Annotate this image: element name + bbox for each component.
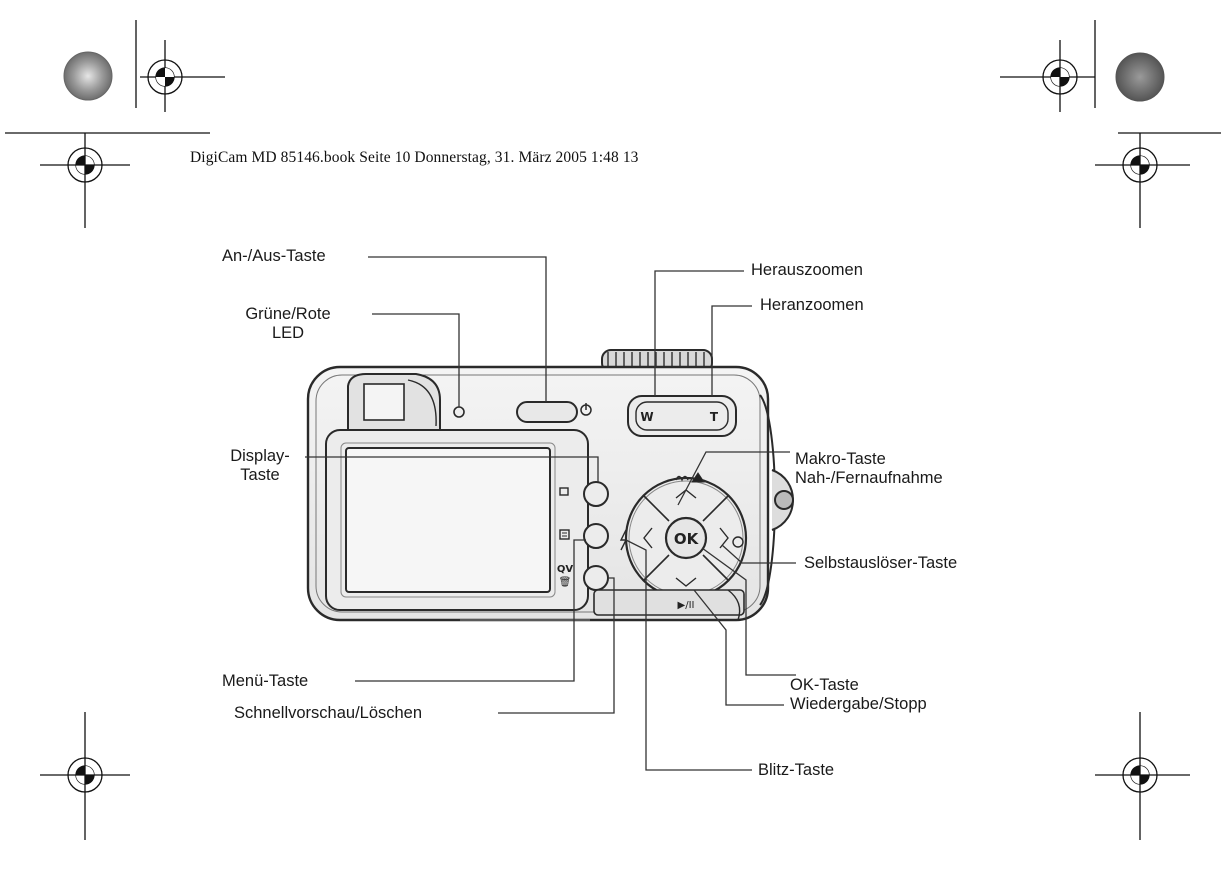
leader-menu <box>355 539 586 682</box>
trash-icon: 🗑 <box>559 576 572 588</box>
leader-ok <box>701 547 796 676</box>
label-ok-line2: Wiedergabe/Stopp <box>790 695 927 713</box>
print-marks <box>5 20 1221 840</box>
leader-power <box>368 256 547 402</box>
display-button-shape <box>583 481 609 507</box>
leader-macro <box>677 451 790 506</box>
leader-selftimer <box>721 544 796 564</box>
camera-body <box>306 349 794 622</box>
crosshair-mark-header-left <box>140 40 225 112</box>
ok-marking: OK <box>674 530 700 548</box>
label-power-button: An-/Aus-Taste <box>222 247 326 265</box>
label-led: Grüne/Rote LED <box>212 305 364 343</box>
label-display-button: Display- Taste <box>210 447 310 485</box>
crosshair-mark-right-top <box>1095 132 1221 228</box>
zoom-t-marking: T <box>710 410 719 424</box>
document-header: DigiCam MD 85146.book Seite 10 Donnersta… <box>190 149 639 166</box>
label-macro-line1: Makro-Taste <box>795 450 886 468</box>
crosshair-mark-left-top <box>5 132 210 228</box>
leader-lines <box>305 256 796 771</box>
leader-led <box>372 313 460 407</box>
label-display-line1: Display- <box>230 447 290 465</box>
crosshair-mark-bottom-left <box>40 712 130 840</box>
status-led <box>453 406 465 418</box>
label-macro-button: Makro-Taste Nah-/Fernaufnahme <box>795 450 943 488</box>
zoom-rocker <box>627 395 737 437</box>
leader-quickview <box>498 577 615 714</box>
label-zoom-out: Herauszoomen <box>751 261 863 279</box>
label-led-line1: Grüne/Rote <box>245 305 331 323</box>
lcd-screen <box>325 429 589 611</box>
label-macro-line2: Nah-/Fernaufnahme <box>795 469 943 487</box>
power-button-shape <box>516 401 592 423</box>
viewfinder <box>347 373 441 433</box>
leader-flash <box>625 539 752 771</box>
label-led-line2: LED <box>271 324 305 342</box>
leader-zoom-out <box>654 270 744 396</box>
quickview-button-shape <box>583 565 609 591</box>
menu-button-shape <box>583 523 609 549</box>
label-display-line2: Taste <box>240 466 280 484</box>
qv-marking: QV <box>557 564 574 575</box>
registration-disc-right <box>1115 52 1165 102</box>
zoom-w-marking: W <box>640 410 653 424</box>
play-pause-marking: ▶/II <box>678 600 695 611</box>
leader-zoom-in <box>711 305 752 396</box>
label-menu-button: Menü-Taste <box>222 672 309 690</box>
navigation-pad <box>624 476 748 600</box>
label-ok-line1: OK-Taste <box>790 676 859 694</box>
label-self-timer: Selbstauslöser-Taste <box>804 554 958 572</box>
label-zoom-in: Heranzoomen <box>760 296 864 314</box>
leader-playback <box>693 589 784 706</box>
registration-disc-left <box>63 51 113 101</box>
label-ok-playback: OK-Taste Wiedergabe/Stopp <box>790 676 927 714</box>
leader-display <box>305 456 599 482</box>
label-flash-button: Blitz-Taste <box>758 761 835 779</box>
crosshair-mark-bottom-right <box>1095 712 1190 840</box>
crosshair-mark-header-right <box>1000 20 1096 112</box>
label-quick-view-delete: Schnellvorschau/Löschen <box>234 704 423 722</box>
